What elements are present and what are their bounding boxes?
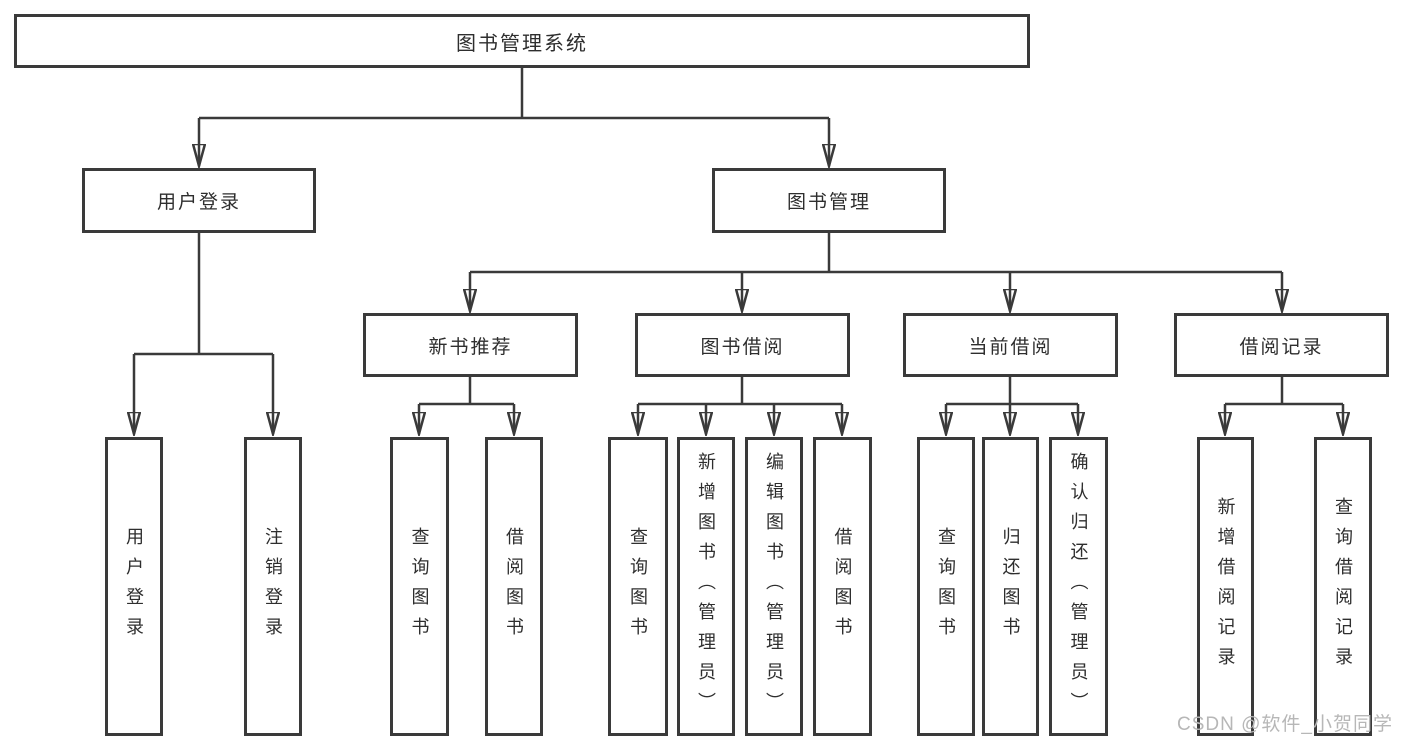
leaf-records-add: 新增借阅记录: [1197, 437, 1254, 736]
leaf-newbooks-borrow-label: 借阅图书: [504, 526, 524, 647]
csdn-watermark: CSDN @软件_小贺同学: [1177, 714, 1393, 735]
leaf-borrowing-borrow: 借阅图书: [813, 437, 872, 736]
leaf-current-return: 归还图书: [982, 437, 1039, 736]
leaf-records-query-label: 查询借阅记录: [1333, 496, 1353, 677]
node-user-login-label: 用户登录: [156, 192, 241, 213]
leaf-borrowing-query: 查询图书: [608, 437, 668, 736]
node-root: 图书管理系统: [14, 14, 1030, 68]
leaf-borrowing-edit-admin: 编辑图书（管理员）: [745, 437, 803, 736]
leaf-current-confirm-admin-label: 确认归还（管理员）: [1068, 451, 1089, 722]
node-current-borrow-label: 当前借阅: [968, 336, 1053, 358]
leaf-current-query: 查询图书: [917, 437, 975, 736]
leaf-newbooks-query-label: 查询图书: [409, 526, 430, 647]
leaf-current-confirm-admin: 确认归还（管理员）: [1049, 437, 1108, 736]
leaf-newbooks-query: 查询图书: [390, 437, 449, 736]
leaf-borrowing-add-admin: 新增图书（管理员）: [677, 437, 735, 736]
leaf-user-login: 用户登录: [105, 437, 163, 736]
leaf-newbooks-borrow: 借阅图书: [485, 437, 543, 736]
node-borrowing: 图书借阅: [635, 313, 850, 377]
connector-current-to-leaves: [946, 377, 1078, 434]
connector-bookmgmt-to-level2: [470, 233, 1282, 311]
connector-newbooks-to-leaves: [419, 377, 514, 434]
node-book-mgmt-label: 图书管理: [786, 192, 871, 213]
leaf-logout-label: 注销登录: [263, 526, 283, 647]
node-current-borrow: 当前借阅: [903, 313, 1118, 377]
node-borrow-records-label: 借阅记录: [1239, 336, 1324, 358]
node-book-mgmt: 图书管理: [712, 168, 946, 233]
leaf-user-login-label: 用户登录: [124, 526, 144, 647]
leaf-records-query: 查询借阅记录: [1314, 437, 1372, 736]
connector-borrowing-to-leaves: [638, 377, 842, 434]
connector-userlogin-to-leaves: [134, 233, 273, 434]
node-borrowing-label: 图书借阅: [700, 336, 785, 358]
node-borrow-records: 借阅记录: [1174, 313, 1389, 377]
connector-root-to-level1: [199, 68, 829, 166]
leaf-borrowing-add-admin-label: 新增图书（管理员）: [696, 451, 716, 722]
node-root-label: 图书管理系统: [456, 32, 588, 55]
leaf-current-query-label: 查询图书: [936, 526, 956, 647]
node-new-books: 新书推荐: [363, 313, 578, 377]
connector-records-to-leaves: [1225, 377, 1343, 434]
leaf-current-return-label: 归还图书: [1000, 526, 1021, 647]
leaf-logout: 注销登录: [244, 437, 302, 736]
leaf-records-add-label: 新增借阅记录: [1215, 496, 1236, 677]
leaf-borrowing-query-label: 查询图书: [628, 526, 648, 647]
leaf-borrowing-edit-admin-label: 编辑图书（管理员）: [764, 451, 784, 722]
leaf-borrowing-borrow-label: 借阅图书: [832, 526, 853, 647]
node-new-books-label: 新书推荐: [428, 336, 513, 358]
node-user-login: 用户登录: [82, 168, 316, 233]
